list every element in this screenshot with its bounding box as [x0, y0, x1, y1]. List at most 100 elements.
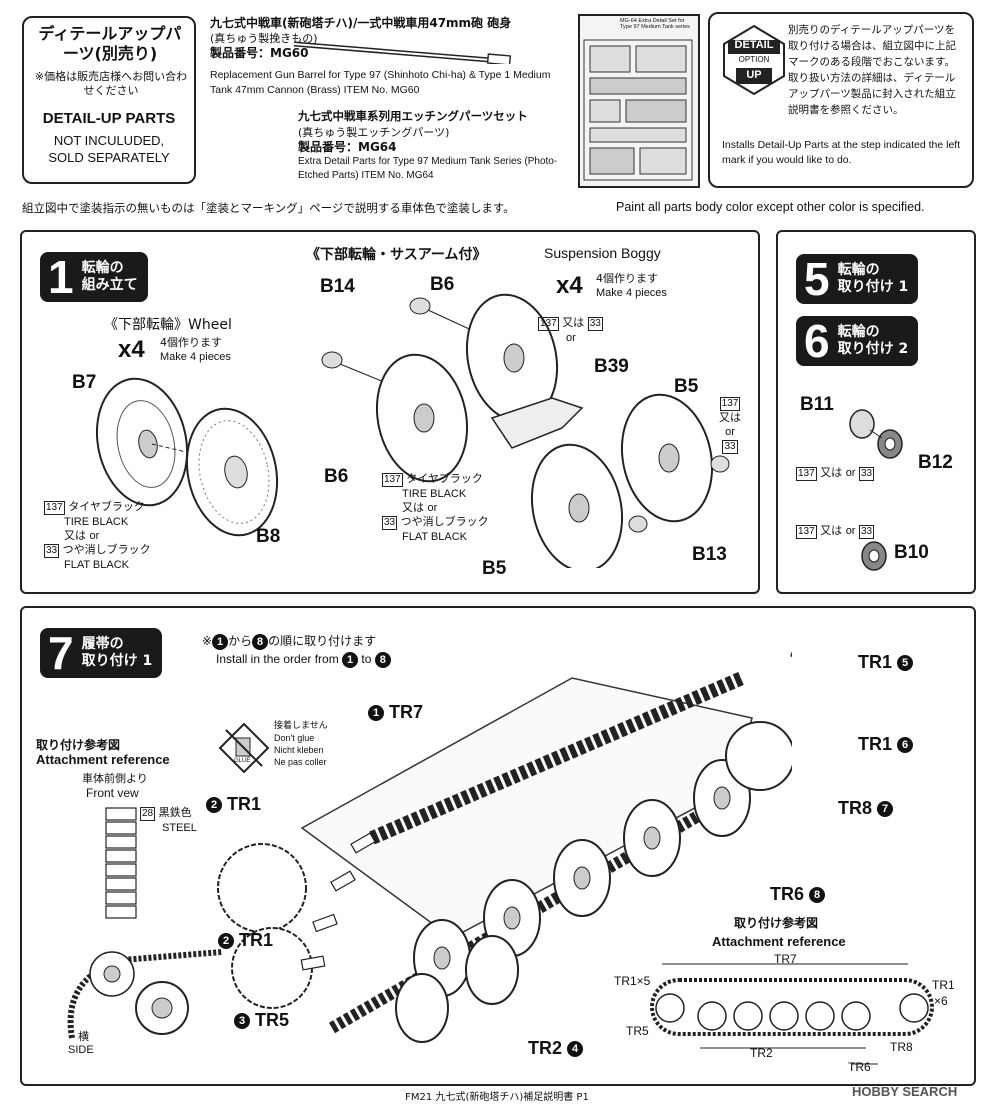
attach-ref-jp: 取り付け参考図	[36, 738, 121, 752]
boggy-title-en: Suspension Boggy	[544, 245, 661, 261]
option-mark-line1: DETAIL	[734, 39, 774, 51]
glue-label: GLUE	[234, 758, 251, 764]
wheel-assembly-illustration	[95, 377, 279, 537]
no-glue-text: 接着しません Don't glue Nicht kleben Ne pas co…	[274, 720, 328, 768]
paint-code-33: 33	[587, 317, 603, 331]
label-tr5: 3 TR5	[234, 1010, 289, 1031]
ref2-tr2: TR2	[750, 1046, 773, 1060]
tr1-5-text: TR1	[858, 652, 893, 672]
wheel-mult-en: Make 4 pieces	[160, 351, 231, 363]
option-mark-line3: UP	[746, 69, 762, 81]
or-jp: 又は	[719, 411, 741, 424]
part-label-b11: B11	[800, 394, 834, 415]
circle-5: 5	[897, 655, 914, 672]
step1-title: 転輪の 組み立て	[82, 260, 138, 295]
label-tr1-6: TR1 6	[858, 734, 914, 755]
tire-black-jp: タイヤブラック	[68, 500, 145, 513]
footer-text: FM21 九七式(新砲塔チハ)補足説明書 P1	[405, 1092, 589, 1103]
photo-etched-sheet: MG-64 Extra Detail Set for Type 97 Mediu…	[578, 14, 700, 188]
gun-barrel-illustration	[293, 41, 512, 64]
or-en: or	[427, 502, 438, 514]
step1-badge: 1 転輪の 組み立て	[40, 252, 148, 302]
circle-1: 1	[368, 705, 384, 722]
boggy-title-jp: 《下部転輪・サスアーム付》	[306, 247, 487, 263]
step7-title: 履帯の 取り付け 1	[82, 636, 153, 671]
or-jp: 又は	[402, 501, 424, 514]
paint-note-jp: 組立図中で塗装指示の無いものは「塗装とマーキング」ページで説明する車体色で塗装し…	[22, 201, 515, 215]
paint-code-137: 137	[44, 501, 65, 515]
product2-sub: (真ちゅう製エッチングパーツ)	[298, 126, 450, 139]
circle-8: 8	[374, 652, 391, 668]
detail-up-parts-box: ディテールアップパーツ(別売り) ※価格は販売店様へお問い合わせください DET…	[22, 16, 196, 184]
tank-hull-track-illustration	[217, 645, 792, 1043]
circle-4: 4	[567, 1041, 584, 1058]
tr8-text: TR8	[838, 798, 873, 818]
tr1-a-text: TR1	[227, 794, 262, 814]
part-label-b6-top: B6	[430, 274, 455, 295]
label-tr1-a: 2 TR1	[206, 794, 261, 815]
no-glue-icon	[218, 722, 270, 774]
paint-code-33: 33	[858, 467, 875, 481]
flat-black-jp: つや消しブラック	[62, 543, 151, 556]
tire-black-jp: タイヤブラック	[406, 472, 483, 485]
part-label-b10: B10	[894, 542, 929, 563]
product1-item: 製品番号：MG60	[210, 46, 309, 60]
step5-title: 転輪の 取り付け 1	[838, 262, 909, 297]
product2-item: 製品番号：MG64	[298, 140, 397, 154]
step7-title-line2: 取り付け 1	[81, 653, 153, 669]
step1-panel: 1 転輪の 組み立て 《下部転輪》Wheel x4 4個作ります Make 4 …	[20, 230, 760, 594]
install-order-en-b: to	[361, 652, 372, 667]
product1-name-en: Replacement Gun Barrel for Type 97 (Shin…	[210, 69, 551, 96]
wheel-mult-jp: 4個作ります	[160, 336, 222, 349]
steel-note: 28 黒鉄色 STEEL	[140, 806, 197, 835]
circle-1: 1	[342, 652, 359, 668]
ref2-jp: 取り付け参考図	[734, 916, 819, 930]
option-text-en: Installs Detail-Up Parts at the step ind…	[722, 139, 961, 166]
step1-title-line2: 組み立て	[81, 277, 138, 293]
circle-6: 6	[897, 737, 914, 754]
tire-black-en: TIRE BLACK	[402, 488, 467, 500]
option-text-jp: 別売りのディテールアップパーツを取り付ける場合は、組立図中に上記マークのある段階…	[788, 24, 956, 116]
step5-paint: 137 又は or 33	[796, 466, 875, 481]
ref2-tr8: TR8	[890, 1040, 913, 1054]
install-order-jp-c: の順に取り付けます	[268, 634, 377, 648]
step1-title-line1: 転輪の	[81, 259, 124, 276]
side-jp: 横	[78, 1030, 89, 1043]
circle-3: 3	[234, 1013, 250, 1030]
wheel-paint-note: 137 タイヤブラック TIRE BLACK 又は or 33 つや消しブラック…	[44, 500, 204, 572]
boggy-mult-jp: 4個作ります	[596, 272, 658, 285]
product1-name: 九七式中戦車(新砲塔チハ)/一式中戦車用47mm砲 砲身	[210, 16, 512, 30]
flat-black-jp: つや消しブラック	[400, 515, 489, 528]
not-included-text: NOT INCULUDED, SOLD SEPARATELY	[48, 133, 170, 165]
no-glue-en: Don't glue	[274, 733, 315, 743]
part-label-b39: B39	[594, 356, 629, 377]
ref2-en: Attachment reference	[712, 934, 846, 949]
paint-code-137: 137	[538, 317, 559, 331]
ref2-tr7: TR7	[774, 952, 797, 966]
product2-name-en: Extra Detail Parts for Type 97 Medium Ta…	[298, 156, 558, 181]
install-order-en: Install in the order from 1 to 8	[216, 652, 391, 668]
front-jp: 車体前側より	[82, 772, 148, 785]
detail-up-title-en: DETAIL-UP PARTS	[42, 110, 176, 127]
ref2-tr5: TR5	[626, 1024, 649, 1038]
or-jp: 又は	[64, 529, 86, 542]
or-en: or	[845, 467, 856, 479]
boggy-mult-en: Make 4 pieces	[596, 287, 667, 299]
ref2-tr1: TR1	[932, 978, 955, 992]
idler-wheel-illustration	[849, 409, 903, 571]
paint-code-28: 28	[140, 807, 156, 821]
step7-badge: 7 履帯の 取り付け 1	[40, 628, 163, 678]
step6-title-line2: 取り付け 2	[837, 341, 909, 357]
or-en: or	[845, 525, 856, 537]
sheet-label: MG-64 Extra Detail Set for Type 97 Mediu…	[620, 18, 690, 30]
circle-7: 7	[877, 801, 894, 818]
step5-title-line1: 転輪の	[837, 261, 880, 278]
tr1-b-text: TR1	[239, 930, 274, 950]
step6-title-line1: 転輪の	[837, 323, 880, 340]
suspension-boggy-illustration	[321, 293, 730, 568]
part-label-b14: B14	[320, 276, 355, 297]
wheel-title: 《下部転輪》Wheel	[104, 317, 232, 333]
or-jp: 又は	[820, 524, 843, 537]
